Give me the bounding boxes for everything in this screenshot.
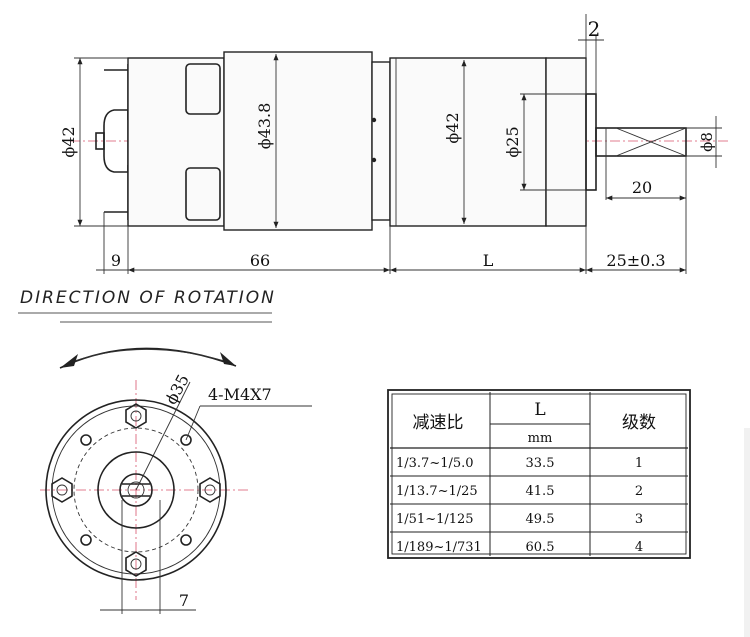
dim-motor-length: 66 [250,251,270,270]
boss-circle [97,451,175,529]
table-frame-inner [391,393,687,555]
dim-terminal-offset: 9 [111,251,121,270]
pitch-circle [73,427,199,553]
leader-screws [185,405,201,441]
table-row-4-length: 60.5 [526,540,555,555]
table-row-1-ratio: 1/3.7~1/5.0 [396,456,474,471]
dim-flange-thickness: 2 [588,17,601,41]
table-header-length: L [534,400,545,420]
leader-pitch [135,381,191,491]
rotation-arc-inner [65,349,229,365]
tapped-hole-2 [180,534,192,546]
table-row-2-ratio: 1/13.7~1/25 [396,484,478,499]
table-header-ratio: 减速比 [413,413,464,433]
hex-screw-bottom [125,551,147,577]
motor-can [223,51,373,231]
motor-front-cap [371,61,391,221]
screw-dot-1 [371,117,377,123]
rotation-arc [59,347,237,369]
rear-nub [95,132,105,150]
table-frame [387,389,691,559]
rotation-caption: DIRECTION OF ROTATION [20,288,276,308]
table-row-4-ratio: 1/189~1/731 [396,540,482,555]
table-header-stages: 级数 [622,413,656,433]
brush-window-bottom [185,167,221,221]
rotation-arrow-left [60,354,78,368]
table-row-4-stages: 4 [635,540,643,555]
hex-screw-left [51,477,73,503]
dim-offset: 7 [179,591,189,610]
table-row-3-stages: 3 [635,512,643,527]
gear-ratio-table: 减速比 L mm 级数 1/3.7~1/5.0 33.5 1 1/13.7~1/… [387,389,691,559]
dim-shaft-length: 25±0.3 [606,251,665,270]
dim-flat-length: 20 [632,178,652,197]
tapped-hole-4 [80,534,92,546]
output-boss [585,93,597,191]
shaft-circle [119,473,153,507]
output-shaft [595,127,687,157]
hex-screw-top [125,403,147,429]
rotation-caption-group: DIRECTION OF ROTATION [18,288,276,323]
side-view: ϕ42 ϕ43.8 ϕ42 ϕ25 ϕ8 2 20 [59,14,730,274]
table-row-1-length: 33.5 [526,456,555,471]
dim-screws: 4-M4X7 [208,385,272,404]
table-row-1-stages: 1 [635,456,643,471]
hex-screw-right [199,477,221,503]
dim-pitch-circle: ϕ35 [161,371,192,408]
gearbox-front [545,57,587,227]
brush-window-top [185,63,221,115]
tapped-hole-1 [180,434,192,446]
shaft-flat-diag-2 [615,127,687,157]
dim-gearbox-diameter: ϕ42 [443,112,462,143]
front-view: ϕ35 4-M4X7 7 [40,347,312,614]
gearbox-body [389,57,547,227]
shaft-inner [127,481,145,499]
rotation-arrow-right [220,352,236,366]
screw-dot-2 [371,157,377,163]
shaft-flat [122,483,150,497]
table-row-3-length: 49.5 [526,512,555,527]
edge-strip [744,428,750,637]
dim-shaft-diameter: ϕ8 [698,132,716,152]
dim-body-diameter: ϕ42 [59,126,78,157]
dim-gearbox-length: L [483,251,494,270]
motor-rear-cap [127,57,225,227]
table-row-3-ratio: 1/51~1/125 [396,512,474,527]
table-row-2-length: 41.5 [526,484,555,499]
flange-outer [45,399,227,581]
table-row-2-stages: 2 [635,484,643,499]
table-header-unit: mm [528,431,553,446]
dim-motor-diameter: ϕ43.8 [255,103,274,150]
tapped-hole-3 [80,434,92,446]
dim-boss-diameter: ϕ25 [503,126,522,157]
